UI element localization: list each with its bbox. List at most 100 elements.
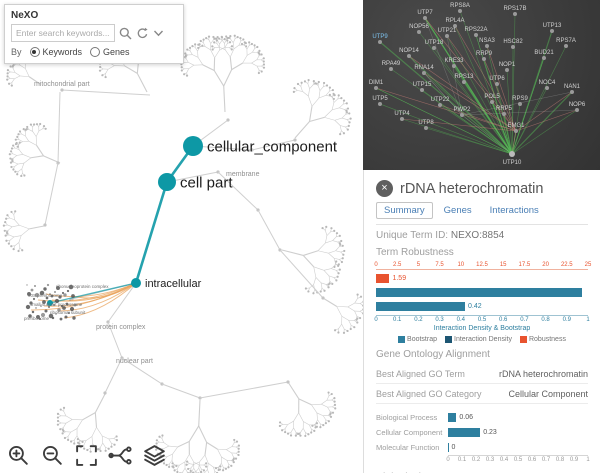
gene-node[interactable]: [438, 103, 442, 107]
gene-label: EMG1: [507, 123, 525, 129]
tree-term-label[interactable]: ribosomal subunit: [50, 310, 86, 315]
gene-node[interactable]: [514, 129, 518, 133]
fit-to-screen-icon[interactable]: [74, 443, 99, 468]
gene-node[interactable]: [374, 86, 378, 90]
tree-term-label[interactable]: membrane: [226, 171, 260, 178]
alignment-track: 0: [448, 443, 588, 452]
tree-term-label[interactable]: mitochondrial part: [34, 81, 90, 88]
tree-term-label[interactable]: nuclear part: [116, 358, 153, 365]
gene-node[interactable]: [378, 102, 382, 106]
gene-node[interactable]: [407, 54, 411, 58]
alignment-bar: [448, 443, 449, 452]
axis-tick: 0.9: [562, 317, 571, 323]
axis-tick: 0.7: [541, 457, 551, 463]
divider: [376, 224, 588, 225]
tree-node-label[interactable]: intracellular: [145, 278, 202, 290]
gene-node[interactable]: [378, 40, 382, 44]
tree-node-cellular_component[interactable]: [183, 136, 203, 156]
gene-node[interactable]: [545, 86, 549, 90]
legend-label: Robustness: [528, 336, 566, 343]
gene-label: RPS7A: [556, 38, 576, 44]
tab-summary[interactable]: Summary: [376, 202, 433, 219]
gene-node[interactable]: [509, 151, 515, 157]
gene-node[interactable]: [511, 45, 515, 49]
gene-node[interactable]: [458, 9, 462, 13]
gene-node[interactable]: [564, 44, 568, 48]
close-icon[interactable]: ×: [376, 180, 393, 197]
gene-node[interactable]: [432, 46, 436, 50]
unique-term-value: NEXO:8854: [450, 230, 505, 241]
axis-tick: 20: [542, 262, 549, 268]
axis-tick: 17.5: [518, 262, 531, 268]
gene-node[interactable]: [424, 126, 428, 130]
gene-node[interactable]: [575, 108, 579, 112]
collapse-icon[interactable]: [153, 28, 164, 38]
gene-node[interactable]: [485, 44, 489, 48]
layers-icon[interactable]: [142, 443, 167, 468]
gene-node[interactable]: [550, 29, 554, 33]
tree-node-intracellular[interactable]: [131, 278, 141, 288]
tree-term-label[interactable]: small-subunit processome: [30, 302, 83, 307]
gene-label: RRP5: [496, 106, 513, 112]
gene-node[interactable]: [505, 68, 509, 72]
gene-node[interactable]: [417, 30, 421, 34]
radio-control[interactable]: [90, 47, 101, 57]
gene-node[interactable]: [462, 80, 466, 84]
tree-node-label[interactable]: cellular_component: [207, 138, 338, 155]
gene-node[interactable]: [452, 64, 456, 68]
axis-tick: 1: [586, 317, 590, 323]
tab-genes[interactable]: Genes: [443, 205, 472, 216]
search-mode: By Keywords Genes: [11, 47, 177, 57]
tree-term-label[interactable]: protein complex: [96, 324, 146, 331]
gene-node[interactable]: [502, 112, 506, 116]
tree-term-label[interactable]: 90S preribosome: [28, 293, 63, 298]
tree-node-label[interactable]: cell part: [180, 174, 233, 191]
axis-tick: 0: [374, 262, 378, 268]
branch-layout-icon[interactable]: [108, 443, 133, 468]
details-tabs: Summary Genes Interactions: [376, 202, 588, 219]
gene-node[interactable]: [400, 117, 404, 121]
reset-icon[interactable]: [136, 27, 149, 40]
gene-node[interactable]: [445, 34, 449, 38]
radio-keywords[interactable]: Keywords: [29, 47, 82, 57]
gene-node[interactable]: [420, 88, 424, 92]
gene-node[interactable]: [423, 16, 427, 20]
gene-node[interactable]: [422, 71, 426, 75]
by-label: By: [11, 47, 22, 57]
tree-node-cell-part[interactable]: [158, 173, 176, 191]
gene-node[interactable]: [518, 102, 522, 106]
gene-node[interactable]: [460, 113, 464, 117]
tree-term-label[interactable]: ribonucleoprotein complex: [56, 284, 109, 289]
selected-subtree-cluster[interactable]: [25, 283, 77, 321]
ontology-canvas[interactable]: mitochondrial part membrane protein comple…: [0, 0, 363, 473]
axis-tick: 25: [584, 262, 592, 268]
axis-tick: 15: [499, 262, 507, 268]
gene-node[interactable]: [542, 56, 546, 60]
zoom-in-icon[interactable]: [6, 443, 31, 468]
gene-node[interactable]: [453, 24, 457, 28]
network-edges: [375, 10, 578, 155]
tree-term-label[interactable]: preribosome: [24, 316, 50, 321]
gene-node[interactable]: [389, 67, 393, 71]
radio-genes[interactable]: Genes: [90, 47, 130, 57]
gene-label: RPS9: [512, 96, 528, 102]
radio-control[interactable]: [29, 47, 40, 57]
gene-node[interactable]: [490, 100, 494, 104]
gene-node[interactable]: [474, 33, 478, 37]
search-input[interactable]: [11, 24, 115, 42]
zoom-out-icon[interactable]: [40, 443, 65, 468]
unique-term-label: Unique Term ID:: [376, 230, 449, 241]
gene-label: NOC4: [539, 80, 556, 86]
search-icon[interactable]: [119, 27, 132, 40]
gene-node[interactable]: [482, 57, 486, 61]
gene-label: UTP9: [372, 34, 388, 40]
tab-interactions[interactable]: Interactions: [489, 205, 539, 216]
gene-node[interactable]: [513, 12, 517, 16]
axis-tick: 22.5: [560, 262, 573, 268]
gene-node[interactable]: [570, 90, 574, 94]
gene-node[interactable]: [495, 82, 499, 86]
